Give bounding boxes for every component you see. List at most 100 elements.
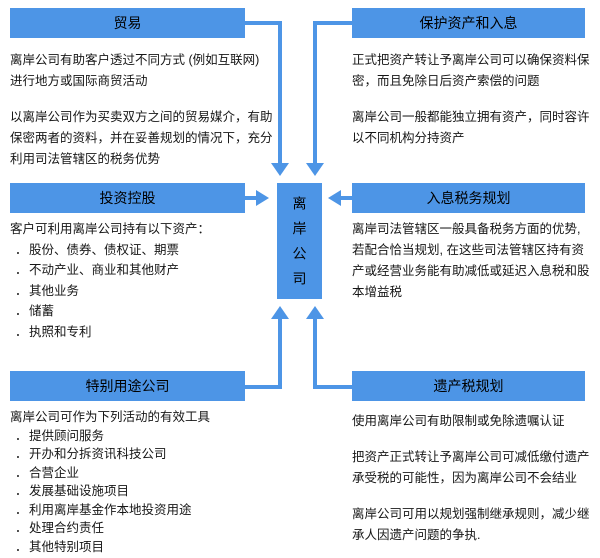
connector-protect-vertical bbox=[313, 21, 317, 163]
text-line: 产或经营业务能有助减低或延迟入息税和股 bbox=[352, 264, 590, 278]
list-item: ．开办和分拆资讯科技公司 bbox=[10, 445, 302, 464]
text-line: 离岸公司一般都能独立拥有资产，同时容许 bbox=[352, 110, 590, 124]
list-item-label: 其他业务 bbox=[29, 283, 80, 298]
section-body-investment-holding: 客户可利用离岸公司持有以下资产： ．股份、债券、债权证、期票 ．不动产业、商业和… bbox=[10, 219, 302, 342]
connector-trade-horizontal bbox=[245, 21, 282, 25]
text-line: 离岸公司可用以规划强制继承规则，减少继 bbox=[352, 507, 590, 521]
text-line: 密，而且免除日后资产索偿的问题 bbox=[352, 74, 540, 88]
arrow-down-icon bbox=[306, 163, 324, 176]
section-body-estate-tax-planning: 使用离岸公司有助限制或免除遗嘱认证 把资产正式转让予离岸公司可减低缴付遗产 承受… bbox=[352, 411, 597, 546]
list-item: ．不动产业、商业和其他财产 bbox=[10, 260, 302, 281]
bullet-icon: ． bbox=[15, 521, 28, 535]
asset-list: ．股份、债券、债权证、期票 ．不动产业、商业和其他财产 ．其他业务 ．储蓄 ．执… bbox=[10, 240, 302, 343]
center-node-label: 离岸公司 bbox=[291, 196, 308, 296]
bullet-icon: ． bbox=[15, 242, 28, 257]
section-title: 保护资产和入息 bbox=[419, 15, 518, 31]
section-title: 投资控股 bbox=[99, 190, 156, 206]
connector-spv-vertical bbox=[278, 319, 282, 389]
connector-income-tax-shaft bbox=[341, 196, 352, 200]
text-line: 把资产正式转让予离岸公司可减低缴付遗产 bbox=[352, 450, 590, 464]
section-header-income-tax-planning: 入息税务规划 bbox=[352, 183, 585, 213]
text-line: 本增益税 bbox=[352, 285, 403, 299]
center-node-offshore-company: 离岸公司 bbox=[277, 183, 322, 299]
list-item-label: 发展基础设施项目 bbox=[29, 484, 130, 498]
list-item-label: 开办和分拆资讯科技公司 bbox=[29, 447, 167, 461]
list-item-label: 股份、债券、债权证、期票 bbox=[29, 242, 180, 257]
section-body-trade: 离岸公司有助客户透过不同方式 (例如互联网) 进行地方或国际商贸活动 以离岸公司… bbox=[10, 50, 302, 170]
bullet-icon: ． bbox=[15, 484, 28, 498]
connector-trade-vertical bbox=[278, 21, 282, 163]
section-body-protect-assets: 正式把资产转让予离岸公司可以确保资料保 密，而且免除日后资产索偿的问题 离岸公司… bbox=[352, 50, 597, 149]
bullet-icon: ． bbox=[15, 283, 28, 298]
text-line: 保密两者的资料，并在妥善规划的情况下，充分 bbox=[10, 131, 273, 145]
section-header-special-purpose-company: 特别用途公司 bbox=[10, 371, 245, 401]
section-body-special-purpose-company: 离岸公司可作为下列活动的有效工具 ．提供顾问服务 ．开办和分拆资讯科技公司 ．合… bbox=[10, 408, 302, 556]
list-item-label: 储蓄 bbox=[29, 304, 55, 318]
text-line: 承人因遗产问题的争执. bbox=[352, 528, 481, 542]
list-item-label: 利用离岸基金作本地投资用途 bbox=[29, 502, 192, 517]
bullet-icon: ． bbox=[15, 304, 28, 318]
bullet-icon: ． bbox=[15, 263, 28, 277]
list-intro: 客户可利用离岸公司持有以下资产： bbox=[10, 222, 211, 236]
paragraph: 离岸公司可用以规划强制继承规则，减少继 承人因遗产问题的争执. bbox=[352, 504, 597, 546]
text-line: 利用司法管辖区的税务优势 bbox=[10, 152, 161, 166]
list-item-label: 执照和专利 bbox=[29, 324, 92, 339]
bullet-icon: ． bbox=[15, 539, 28, 554]
connector-protect-horizontal bbox=[315, 21, 352, 25]
section-body-income-tax-planning: 离岸司法管辖区一般具备税务方面的优势, 若配合恰当规划, 在这些司法管辖区持有资… bbox=[352, 219, 597, 303]
connector-estate-horizontal bbox=[315, 385, 352, 389]
arrow-down-icon bbox=[271, 163, 289, 176]
text-line: 以不同机构分持资产 bbox=[352, 131, 465, 145]
connector-invest-shaft bbox=[245, 196, 257, 200]
text-line: 进行地方或国际商贸活动 bbox=[10, 74, 148, 88]
paragraph: 使用离岸公司有助限制或免除遗嘱认证 bbox=[352, 411, 597, 432]
text-line: 承受税的可能性，因为离岸公司不会结业 bbox=[352, 471, 578, 485]
list-item: ．提供顾问服务 bbox=[10, 427, 302, 446]
arrow-up-icon bbox=[306, 306, 324, 319]
paragraph: 离岸司法管辖区一般具备税务方面的优势, 若配合恰当规划, 在这些司法管辖区持有资… bbox=[352, 219, 597, 303]
section-title: 贸易 bbox=[113, 15, 142, 31]
text-line: 正式把资产转让予离岸公司可以确保资料保 bbox=[352, 53, 590, 67]
list-item: ．执照和专利 bbox=[10, 322, 302, 343]
paragraph: 把资产正式转让予离岸公司可减低缴付遗产 承受税的可能性，因为离岸公司不会结业 bbox=[352, 447, 597, 489]
section-header-estate-tax-planning: 遗产税规划 bbox=[352, 371, 585, 401]
arrow-right-icon bbox=[256, 190, 269, 206]
text-line: 以离岸公司作为买卖双方之间的贸易媒介，有助 bbox=[10, 110, 273, 124]
bullet-icon: ． bbox=[15, 428, 28, 443]
connector-spv-horizontal bbox=[245, 385, 282, 389]
list-item: ．其他特别项目 bbox=[10, 538, 302, 557]
section-title: 特别用途公司 bbox=[85, 378, 170, 394]
list-item-label: 不动产业、商业和其他财产 bbox=[29, 263, 180, 277]
paragraph: 离岸公司一般都能独立拥有资产，同时容许 以不同机构分持资产 bbox=[352, 107, 597, 149]
activity-list: ．提供顾问服务 ．开办和分拆资讯科技公司 ．合营企业 ．发展基础设施项目 ．利用… bbox=[10, 427, 302, 557]
list-item: ．利用离岸基金作本地投资用途 bbox=[10, 501, 302, 520]
bullet-icon: ． bbox=[15, 447, 28, 461]
text-line: 使用离岸公司有助限制或免除遗嘱认证 bbox=[352, 414, 565, 428]
paragraph: 以离岸公司作为买卖双方之间的贸易媒介，有助 保密两者的资料，并在妥善规划的情况下… bbox=[10, 107, 302, 170]
connector-estate-vertical bbox=[313, 319, 317, 389]
section-header-trade: 贸易 bbox=[10, 8, 245, 38]
list-item: ．股份、债券、债权证、期票 bbox=[10, 240, 302, 261]
text-line: 离岸司法管辖区一般具备税务方面的优势, bbox=[352, 222, 581, 236]
list-item: ．储蓄 bbox=[10, 301, 302, 322]
paragraph: 正式把资产转让予离岸公司可以确保资料保 密，而且免除日后资产索偿的问题 bbox=[352, 50, 597, 92]
bullet-icon: ． bbox=[15, 324, 28, 339]
list-item: ．发展基础设施项目 bbox=[10, 482, 302, 501]
list-item: ．处理合约责任 bbox=[10, 519, 302, 538]
arrow-up-icon bbox=[271, 306, 289, 319]
list-item: ．其他业务 bbox=[10, 281, 302, 302]
bullet-icon: ． bbox=[15, 465, 28, 480]
section-title: 遗产税规划 bbox=[433, 378, 504, 394]
text-line: 离岸公司有助客户透过不同方式 (例如互联网) bbox=[10, 53, 260, 67]
list-item: ．合营企业 bbox=[10, 464, 302, 483]
list-item-label: 合营企业 bbox=[29, 465, 80, 480]
arrow-left-icon bbox=[328, 190, 341, 206]
list-item-label: 提供顾问服务 bbox=[29, 428, 105, 443]
bullet-icon: ． bbox=[15, 502, 28, 517]
section-header-protect-assets: 保护资产和入息 bbox=[352, 8, 585, 38]
paragraph: 离岸公司有助客户透过不同方式 (例如互联网) 进行地方或国际商贸活动 bbox=[10, 50, 302, 92]
section-header-investment-holding: 投资控股 bbox=[10, 183, 245, 213]
text-line: 若配合恰当规划, 在这些司法管辖区持有资 bbox=[352, 243, 584, 257]
list-item-label: 其他特别项目 bbox=[29, 539, 105, 554]
